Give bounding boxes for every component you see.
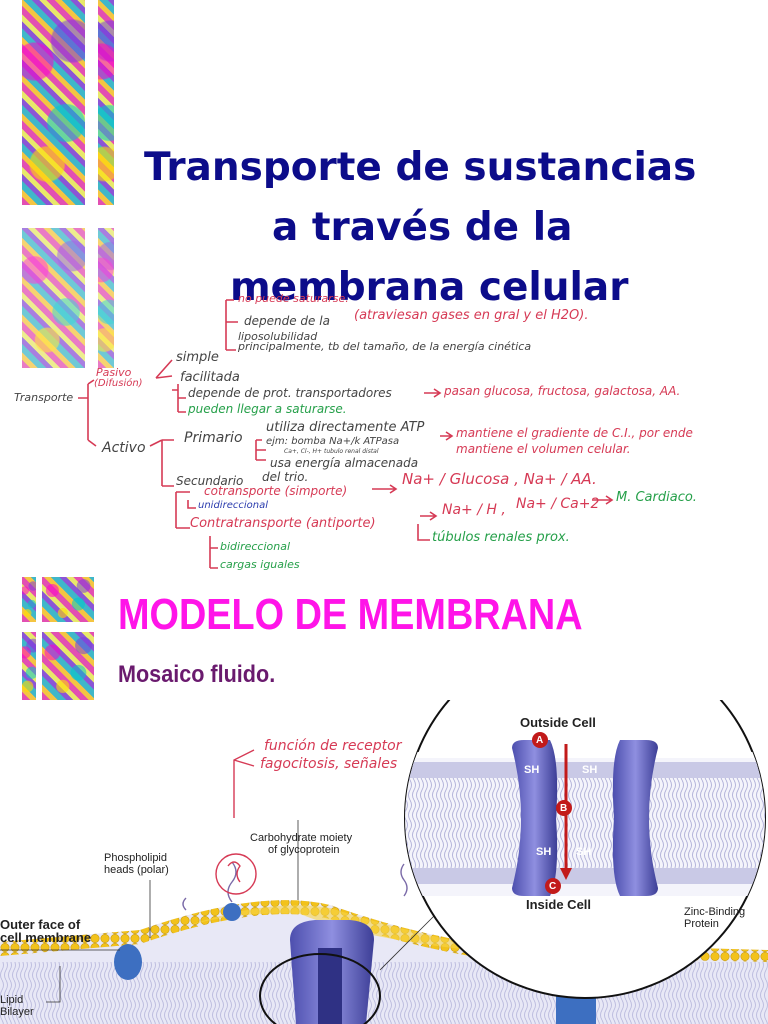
note-pasivo: Pasivo <box>96 366 132 379</box>
note-na-ca: Na+ / Ca+2 <box>516 496 600 512</box>
mosaic-tile-low-left <box>22 577 36 622</box>
section-subheading: Mosaico fluido. <box>118 661 276 688</box>
note-receptor: función de receptor <box>264 738 402 754</box>
note-utiliza-atp: utiliza directamente ATP <box>266 420 425 435</box>
mosaic-tile-mid-right <box>98 228 114 368</box>
note-mantiene-gradiente: mantiene el gradiente de C.I., por ende <box>456 426 693 440</box>
label-carbohydrate-2: of glycoprotein <box>268 844 340 856</box>
note-na-glucosa: Na+ / Glucosa , Na+ / AA. <box>402 470 597 488</box>
marker-c: C <box>549 881 557 892</box>
label-inside-cell: Inside Cell <box>526 897 592 912</box>
label-zinc-binding-2: Protein <box>684 918 719 930</box>
note-difusion: (Difusión) <box>94 378 143 389</box>
slide-title-line-1: Transporte de sustancias <box>144 145 697 190</box>
label-outside-cell: Outside Cell <box>520 715 596 730</box>
note-mantiene-volumen: mantiene el volumen celular. <box>456 442 631 456</box>
note-primario: Primario <box>184 430 243 446</box>
note-bidireccional: bidireccional <box>220 540 291 553</box>
marker-a: A <box>536 735 544 746</box>
label-outer-face-1: Outer face of <box>0 917 81 932</box>
section-heading: MODELO DE MEMBRANA <box>118 590 583 639</box>
note-transporte: Transporte <box>14 391 74 404</box>
mosaic-tile-mid-left <box>22 228 85 368</box>
note-fagocitosis: fagocitosis, señales <box>260 756 398 772</box>
note-principalmente: principalmente, tb del tamaño, de la ene… <box>238 340 532 353</box>
note-del-trio: del trio. <box>262 470 309 484</box>
mosaic-tile-low-center <box>42 577 94 622</box>
label-phospholipid-2: heads (polar) <box>104 864 169 876</box>
note-depende-de-la: depende de la <box>244 314 330 328</box>
label-sh-4: SH <box>576 846 592 858</box>
label-sh-3: SH <box>536 846 552 858</box>
slide-title: Transporte de sustancias a través de la … <box>130 138 730 318</box>
note-tubulos: túbulos renales prox. <box>432 530 570 545</box>
label-sh-1: SH <box>524 764 540 776</box>
note-depende-prot: depende de prot. transportadores <box>188 386 392 400</box>
membrane-diagram: función de receptor fagocitosis, señales… <box>0 637 768 1024</box>
label-carbohydrate-1: Carbohydrate moiety <box>250 832 353 844</box>
slide-title-line-2: a través de la <box>272 205 573 250</box>
mosaic-tile-top-left <box>22 0 85 205</box>
note-liposolubilidad: liposolubilidad <box>238 330 318 343</box>
note-pueden-saturarse: pueden llegar a saturarse. <box>188 402 347 416</box>
slide-title-line-3: membrana celular <box>230 265 629 310</box>
label-lipid-1: Lipid <box>0 994 24 1006</box>
membrane-illustration <box>0 637 768 1024</box>
mosaic-tile-low-left-2 <box>22 632 36 700</box>
note-ejm-small: Ca+, Cl-, H+ tubulo renal distal <box>284 448 379 455</box>
note-na-h: Na+ / H , <box>442 502 506 518</box>
notes-arrows <box>78 299 614 569</box>
label-sh-2: SH <box>582 764 598 776</box>
note-secundario: Secundario <box>176 474 244 488</box>
label-outer-face-2: cell membrane <box>0 930 92 945</box>
note-activo: Activo <box>102 440 146 456</box>
note-cargas: cargas iguales <box>220 558 300 571</box>
label-zinc-binding-1: Zinc-Binding <box>684 906 746 918</box>
note-m-cardiaco: M. Cardiaco. <box>616 490 697 505</box>
note-simple: simple <box>176 350 219 365</box>
marker-b: B <box>560 803 568 814</box>
note-contratransporte: Contratransporte (antiporte) <box>190 516 376 531</box>
mosaic-tile-low-center-2 <box>42 632 94 700</box>
mosaic-tile-top-right <box>98 0 114 205</box>
note-no-saturarse: no puede saturarse. <box>238 292 349 305</box>
note-usa-energia: usa energía almacenada <box>270 456 419 470</box>
label-phospholipid-1: Phospholipid <box>104 852 167 864</box>
note-facilitada: facilitada <box>180 370 240 385</box>
label-lipid-2: Bilayer <box>0 1006 34 1018</box>
note-pasan-glucosa: pasan glucosa, fructosa, galactosa, AA. <box>444 384 681 398</box>
note-receptor-arrows <box>215 749 257 895</box>
note-cotransporte: cotransporte (simporte) <box>204 484 348 498</box>
note-atraviesan: (atraviesan gases en gral y el H2O). <box>354 308 589 323</box>
label-zn: Zn++ <box>560 735 587 747</box>
note-unidireccional: unidireccional <box>198 500 268 511</box>
note-ejm-bomba: ejm: bomba Na+/k ATPasa <box>266 436 400 447</box>
